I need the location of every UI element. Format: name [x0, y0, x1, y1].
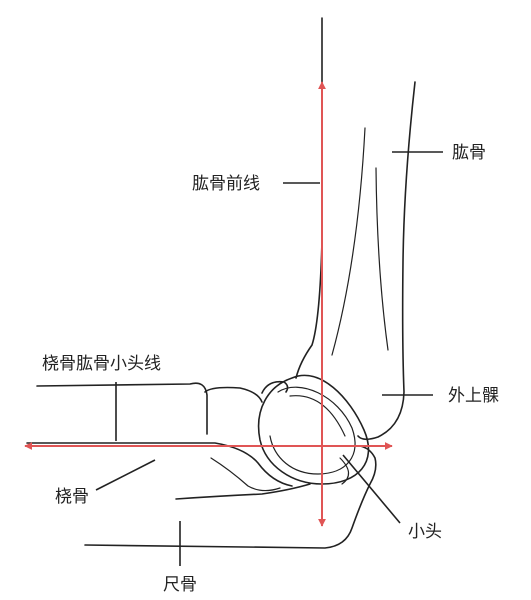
ulna-upper-cortex — [175, 483, 311, 500]
proximal-ulna-upper — [204, 386, 263, 403]
label-ulna: 尺骨 — [163, 575, 197, 595]
radius-inner-line — [210, 457, 281, 492]
capitellum-inner-arc — [269, 386, 356, 475]
ulna-lower-cortex — [84, 445, 377, 549]
label-lateral-epicondyle: 外上髁 — [448, 386, 499, 406]
coronoid-line — [339, 457, 350, 485]
olecranon-outline — [261, 380, 289, 394]
leader-capitellum — [342, 454, 401, 524]
humerus-inner-line-1 — [331, 127, 366, 356]
labels: 肱骨 肱骨前线 桡骨肱骨小头线 外上髁 桡骨 小头 尺骨 — [42, 143, 499, 595]
leader-radius — [95, 459, 156, 491]
label-humerus: 肱骨 — [452, 143, 486, 163]
label-capitellum: 小头 — [408, 522, 442, 542]
radius-upper-cortex — [36, 382, 208, 435]
humerus-posterior-cortex — [357, 81, 416, 441]
humerus-anterior-cortex — [295, 17, 323, 379]
humerus-inner-line-2 — [375, 167, 389, 351]
radius-lower-cortex — [26, 442, 293, 487]
bone-outlines — [26, 17, 416, 549]
leader-lines — [95, 151, 443, 566]
capitellum-joint-arc — [289, 395, 346, 437]
reference-lines — [24, 81, 393, 527]
label-anterior-humeral-line: 肱骨前线 — [192, 174, 260, 194]
label-radiocapitellar-line: 桡骨肱骨小头线 — [42, 354, 161, 374]
label-radius: 桡骨 — [55, 487, 89, 507]
